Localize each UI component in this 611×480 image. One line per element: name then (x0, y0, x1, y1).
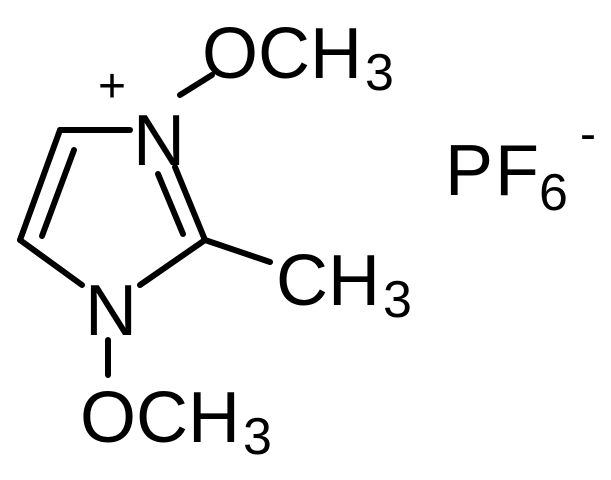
top-methoxy-label: O C H 3 (202, 14, 394, 102)
bottom-nitrogen: N (85, 271, 137, 351)
bottom-methoxy-hydrogen: H (188, 378, 240, 458)
hexafluorophosphate-counterion: P F 6 - (445, 108, 596, 222)
bond-n3-c2 (137, 237, 208, 288)
bond-c4-n3 (17, 237, 85, 288)
top-nitrogen: N (133, 101, 185, 181)
top-methoxy-carbon: C (258, 14, 310, 94)
bond-c2-methyl (202, 237, 273, 265)
counterion-negative-charge: - (580, 108, 596, 161)
methyl-hydrogen: H (328, 241, 380, 321)
top-methoxy-hydrogen: H (310, 14, 362, 94)
methyl-carbon: C (276, 241, 328, 321)
counterion-fluorine: F (495, 131, 539, 211)
bottom-methoxy-label: O C H 3 (80, 378, 272, 466)
counterion-subscript: 6 (539, 164, 568, 222)
top-methoxy-oxygen: O (202, 14, 258, 94)
bottom-methoxy-carbon: C (136, 378, 188, 458)
bond-c2-n1-double-inner (155, 171, 186, 237)
bond-c5-c4-double-inner (39, 147, 77, 239)
nitrogen-positive-charge: + (98, 60, 126, 113)
methyl-label: C H 3 (276, 241, 412, 329)
bond-c2-n1 (172, 164, 208, 243)
counterion-phosphorus: P (445, 131, 493, 211)
bottom-methoxy-oxygen: O (80, 378, 136, 458)
bond-n1-o (177, 72, 215, 98)
methyl-subscript: 3 (383, 271, 412, 329)
bottom-methoxy-subscript: 3 (243, 408, 272, 466)
top-methoxy-subscript: 3 (365, 44, 394, 102)
bond-c5-c4 (17, 127, 63, 243)
